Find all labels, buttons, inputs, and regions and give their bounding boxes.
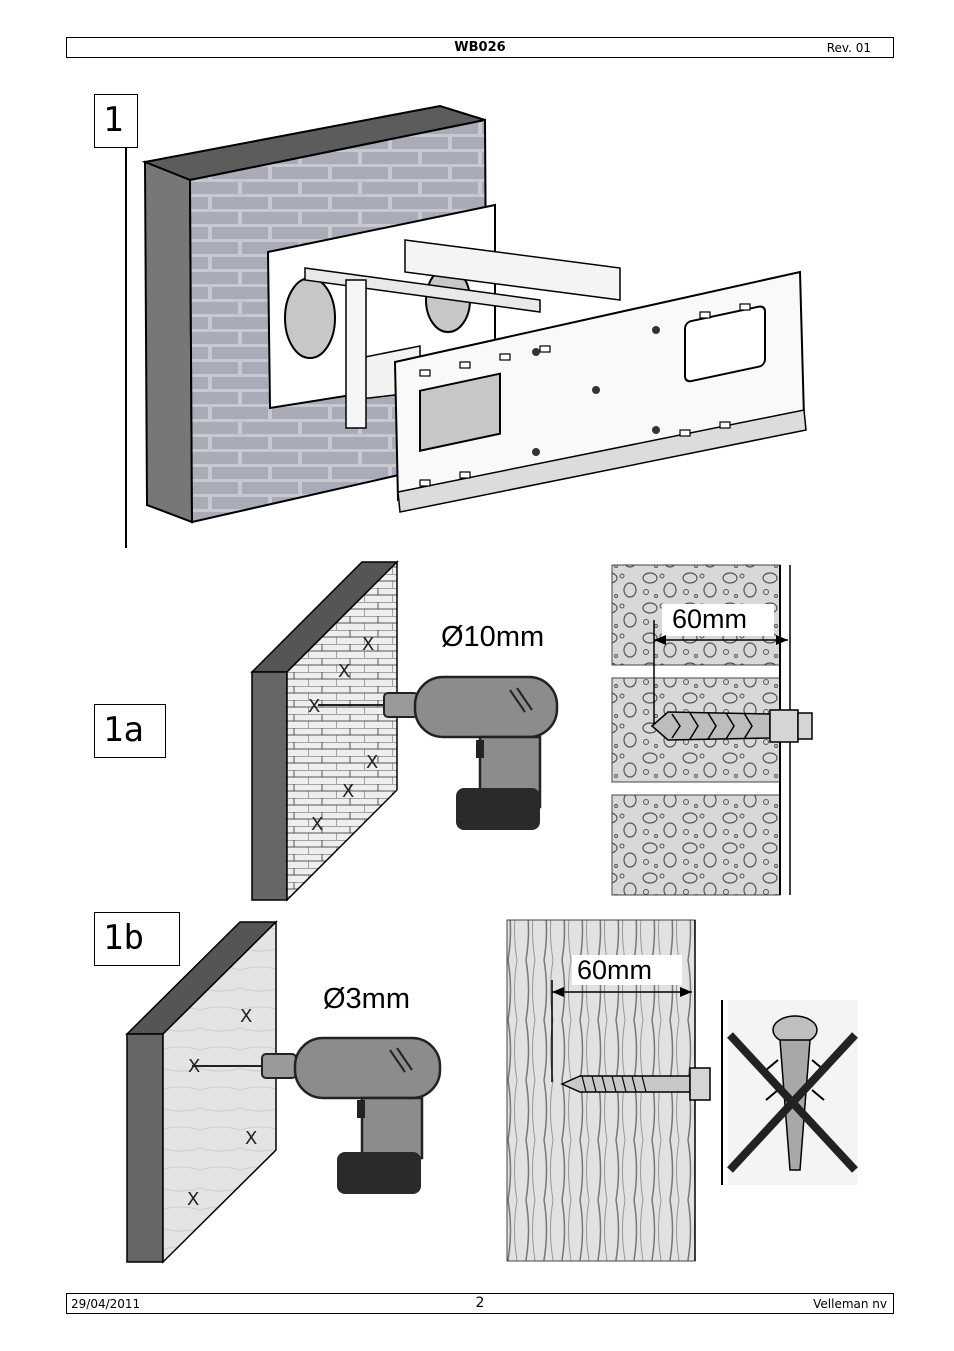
depth-1a: 60mm xyxy=(672,604,747,634)
model-number: WB026 xyxy=(454,40,506,55)
footer-date: 29/04/2011 xyxy=(71,1297,141,1311)
no-wall-plug-icon xyxy=(727,1015,858,1173)
figure-label-1: 1 xyxy=(94,94,138,148)
wall-plug-icon xyxy=(650,709,813,743)
figure-label-1b: 1b xyxy=(94,912,180,966)
figure-label-1a: 1a xyxy=(94,704,166,758)
figure-1-wall-mount xyxy=(125,104,807,548)
page-header: WB026 Rev. 01 xyxy=(66,37,894,58)
svg-text:X: X xyxy=(362,634,374,655)
svg-text:X: X xyxy=(342,781,354,802)
page-footer: 29/04/2011 2 Velleman nv xyxy=(66,1293,894,1314)
svg-text:X: X xyxy=(338,661,350,682)
page-number: 2 xyxy=(475,1295,485,1311)
drill-diameter-1a: Ø10mm xyxy=(441,621,544,653)
figure-1a-brick-drilling: XXX XXX xyxy=(250,560,813,902)
svg-text:X: X xyxy=(311,814,323,835)
drill-diameter-1b: Ø3mm xyxy=(323,983,410,1015)
svg-text:X: X xyxy=(366,752,378,773)
svg-text:X: X xyxy=(187,1189,199,1210)
figure-1b-wood-drilling: XX XX xyxy=(125,919,858,1264)
revision: Rev. 01 xyxy=(826,41,871,55)
svg-text:X: X xyxy=(308,696,320,717)
drill-icon xyxy=(192,1036,442,1194)
svg-text:X: X xyxy=(245,1128,257,1149)
wood-screw-icon xyxy=(560,1067,711,1101)
drill-icon xyxy=(318,675,559,830)
footer-company: Velleman nv xyxy=(813,1297,887,1311)
svg-text:X: X xyxy=(240,1006,252,1027)
depth-1b: 60mm xyxy=(577,955,652,985)
